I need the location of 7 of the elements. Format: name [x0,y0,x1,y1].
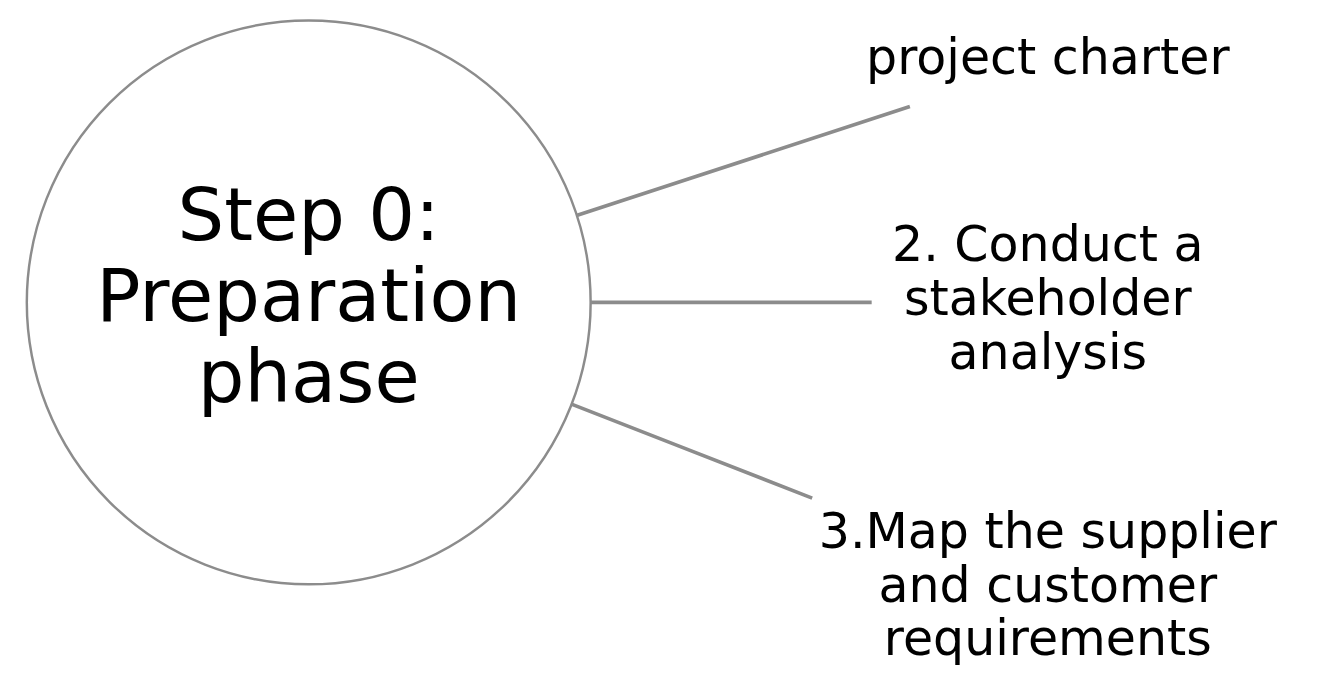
connector [576,104,910,218]
connector [590,300,872,305]
node-text: 2. Conduct a stakeholder analysis [891,214,1204,381]
node-text: 3.Map the supplier and customer requirements [818,501,1277,668]
connector [570,402,813,500]
node-circle: Step 0: Preparation phase [25,19,592,586]
node-text: project charter [865,28,1230,87]
